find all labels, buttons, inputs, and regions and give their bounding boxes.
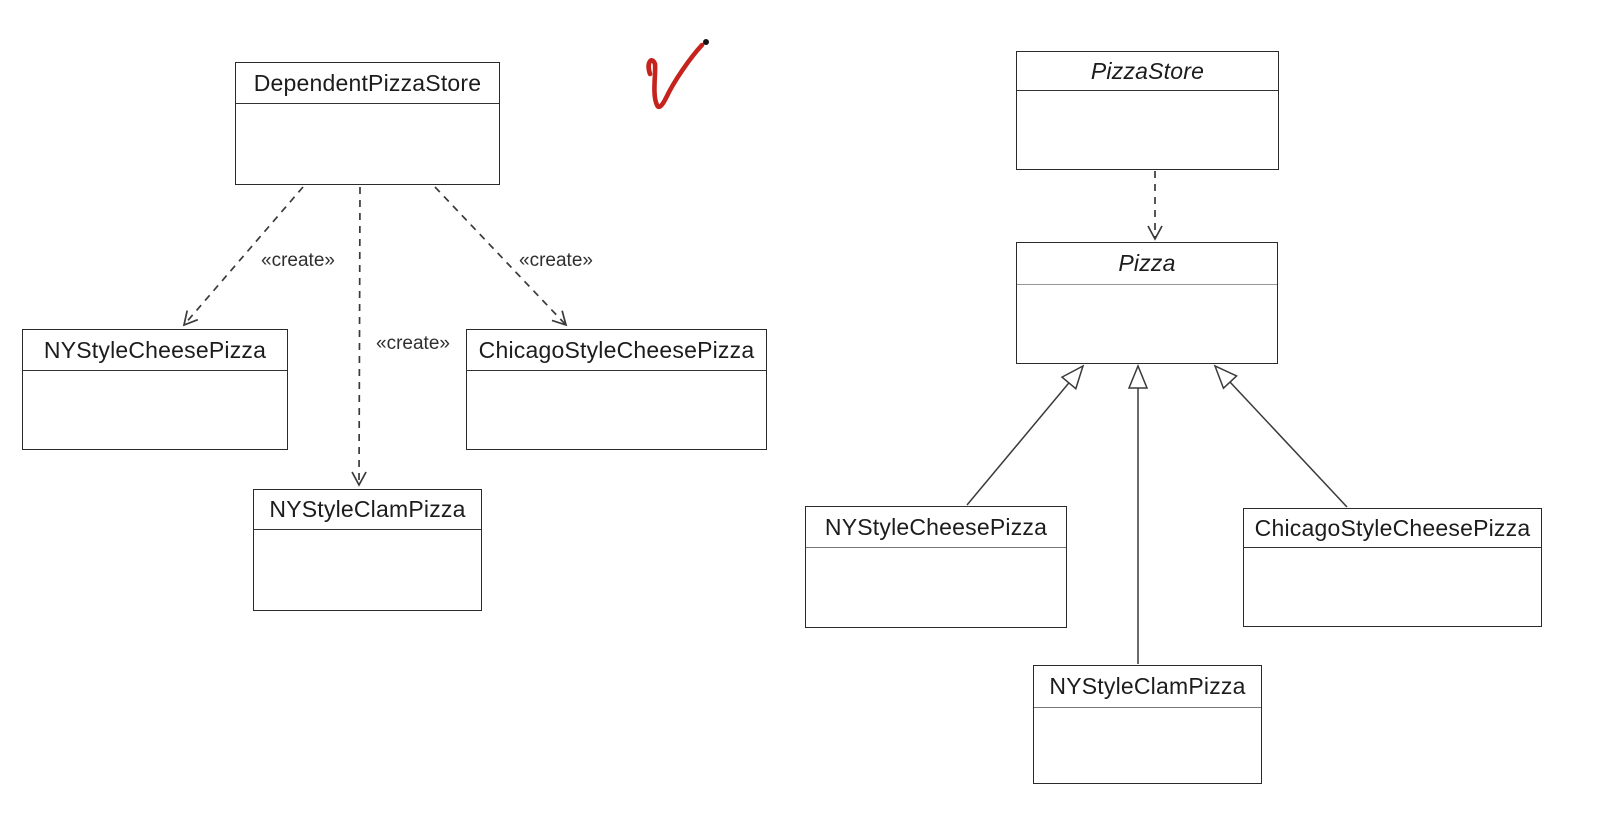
class-body-dependent-pizza-store [236,104,499,184]
class-name-ny-style-clam-pizza-right: NYStyleClamPizza [1034,666,1261,708]
class-box-pizza: Pizza [1016,242,1278,364]
class-name-dependent-pizza-store: DependentPizzaStore [236,63,499,104]
class-box-chicago-style-cheese-pizza-right: ChicagoStyleCheesePizza [1243,508,1542,627]
class-name-chicago-style-cheese-pizza-right: ChicagoStyleCheesePizza [1244,509,1541,548]
class-body-ny-style-cheese-pizza-left [23,371,287,449]
class-name-ny-style-clam-pizza-left: NYStyleClamPizza [254,490,481,530]
class-name-chicago-style-cheese-pizza-left: ChicagoStyleCheesePizza [467,330,766,371]
class-body-pizza [1017,285,1277,363]
checkmark-pen-dot [703,39,709,45]
create-stereotype-middle: «create» [376,333,450,354]
class-name-ny-style-cheese-pizza-left: NYStyleCheesePizza [23,330,287,371]
class-name-pizza: Pizza [1017,243,1277,285]
class-box-dependent-pizza-store: DependentPizzaStore [235,62,500,185]
class-name-ny-style-cheese-pizza-right: NYStyleCheesePizza [806,507,1066,548]
class-body-ny-style-clam-pizza-right [1034,708,1261,783]
create-stereotype-right: «create» [519,250,593,271]
class-box-ny-style-clam-pizza-right: NYStyleClamPizza [1033,665,1262,784]
class-box-pizza-store: PizzaStore [1016,51,1279,170]
class-body-chicago-style-cheese-pizza-left [467,371,766,449]
class-body-chicago-style-cheese-pizza-right [1244,548,1541,626]
class-box-ny-style-clam-pizza-left: NYStyleClamPizza [253,489,482,611]
class-name-pizza-store: PizzaStore [1017,52,1278,91]
generalization-arrow-chicago-cheese-to-pizza [1215,366,1348,508]
class-body-ny-style-clam-pizza-left [254,530,481,610]
class-box-ny-style-cheese-pizza-right: NYStyleCheesePizza [805,506,1067,628]
red-checkmark-icon [646,39,709,110]
class-box-ny-style-cheese-pizza-left: NYStyleCheesePizza [22,329,288,450]
create-dependency-arrow-ny-clam [351,186,367,487]
class-box-chicago-style-cheese-pizza-left: ChicagoStyleCheesePizza [466,329,767,450]
class-body-ny-style-cheese-pizza-right [806,548,1066,627]
generalization-arrow-ny-cheese-to-pizza [966,366,1083,506]
class-body-pizza-store [1017,91,1278,169]
create-stereotype-left: «create» [261,250,335,271]
